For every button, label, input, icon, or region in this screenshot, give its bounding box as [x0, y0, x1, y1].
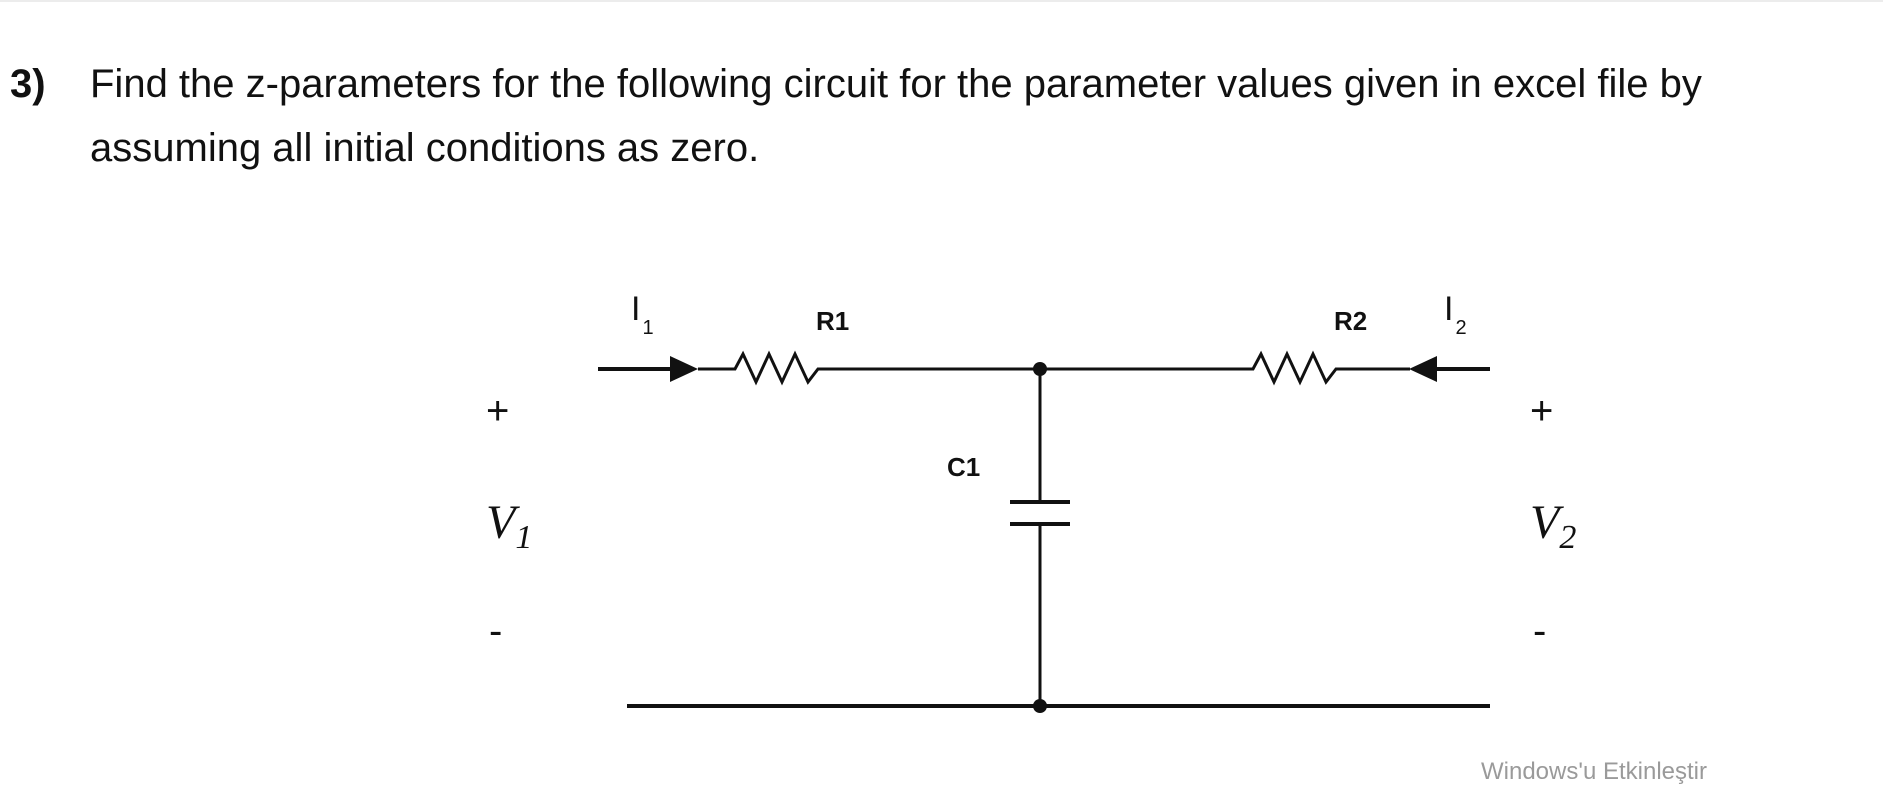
- activation-watermark: Windows'u Etkinleştir: [1481, 758, 1707, 785]
- label-v1-sub: 1: [515, 519, 532, 556]
- resistor-r1: [698, 350, 860, 386]
- label-c1: C1: [947, 452, 980, 482]
- resistor-r2: [1240, 350, 1410, 386]
- question-text: Find the z-parameters for the following …: [90, 62, 1702, 170]
- current-arrow-i1: [670, 356, 698, 382]
- label-v2: V2: [1530, 496, 1576, 556]
- current-arrow-i2: [1409, 356, 1437, 382]
- v2-plus-sign: +: [1530, 389, 1553, 433]
- label-v2-sub: 2: [1559, 519, 1576, 556]
- label-i1-sub: 1: [642, 317, 653, 339]
- question-number: 3): [10, 62, 46, 106]
- label-r2: R2: [1334, 306, 1367, 336]
- label-i2-main: I: [1444, 290, 1453, 328]
- v1-minus-sign: -: [489, 609, 502, 653]
- v2-minus-sign: -: [1533, 609, 1546, 653]
- label-v2-main: V: [1530, 496, 1564, 549]
- label-r1: R1: [816, 306, 849, 336]
- top-border: [0, 0, 1883, 2]
- v1-plus-sign: +: [486, 389, 509, 433]
- label-v1-main: V: [486, 496, 520, 549]
- label-v1: V1: [486, 496, 532, 556]
- label-i1-main: I: [631, 290, 640, 328]
- label-i2-sub: 2: [1455, 317, 1466, 339]
